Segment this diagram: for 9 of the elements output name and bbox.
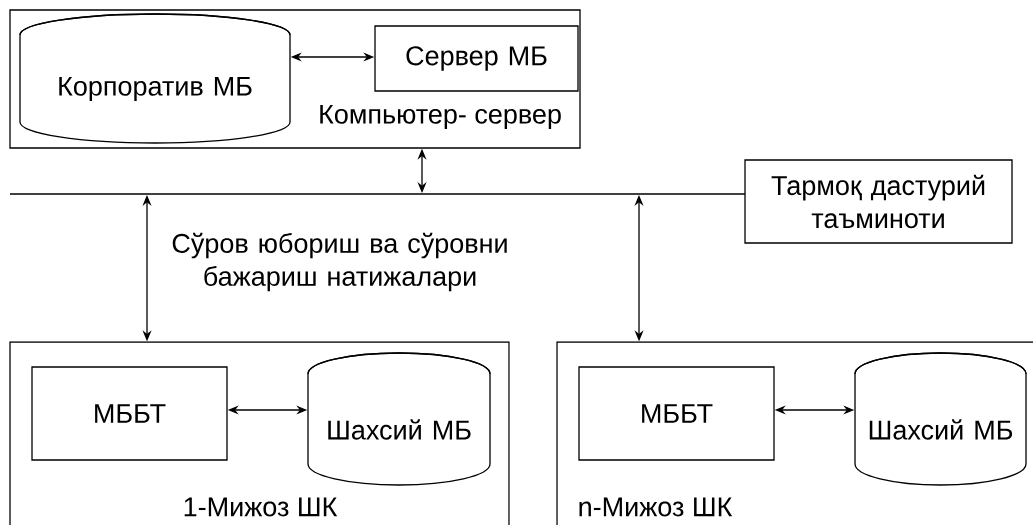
process-box: МББТ — [31, 366, 228, 461]
process-box: Сервер МБ — [374, 25, 579, 92]
process-box: МББТ — [578, 366, 775, 461]
database-cylinder: Шахсий МБ — [854, 352, 1027, 486]
database-cylinder: Корпоратив МБ — [19, 13, 291, 144]
network-line — [9, 193, 746, 195]
process-box: Тармоқ дастурий таъминоти — [744, 159, 1013, 244]
database-cylinder: Шахсий МБ — [307, 352, 491, 486]
edge-label: Сўров юбориш ва сўровни бажариш натижалари — [172, 232, 507, 292]
